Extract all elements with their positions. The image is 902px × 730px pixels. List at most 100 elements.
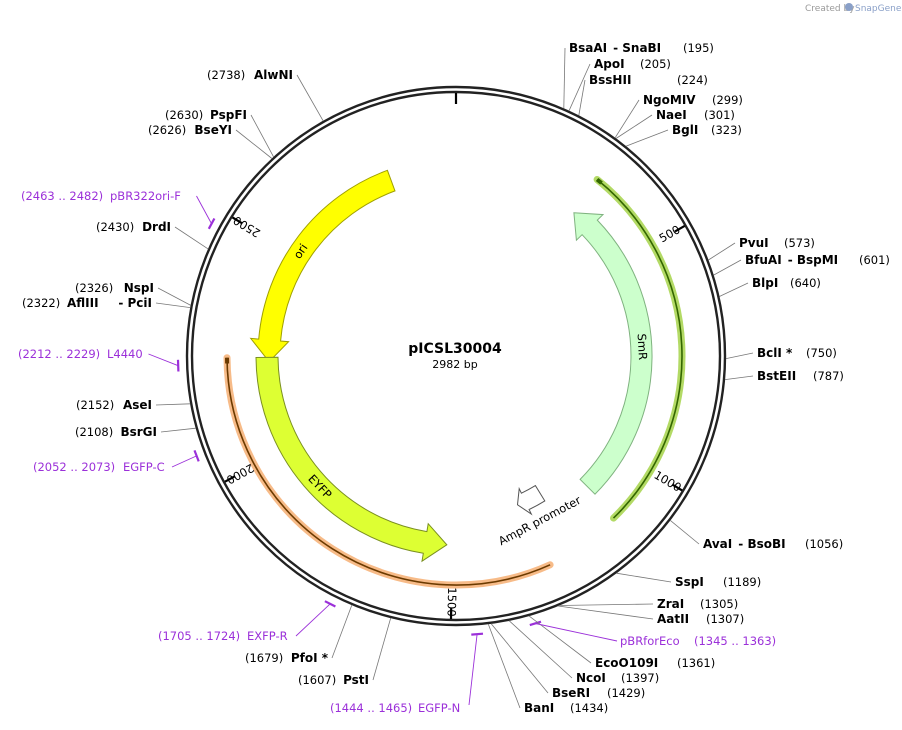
primer-exfp-r[interactable]: (1705 .. 1724)EXFP-R [158,603,331,643]
feature-arrow-ampr-promoter[interactable] [516,484,546,516]
site-connector-line [713,259,742,276]
site-position: (2738) [207,68,245,82]
tick-label-2500: 2500 [231,213,263,240]
site-position: (640) [790,276,821,290]
feature-arrow-eyfp[interactable] [255,356,448,563]
site-bgli[interactable]: BglI (323) [625,123,742,147]
site-name: PvuI [739,236,769,250]
primer-range: (2052 .. 2073) [33,460,115,474]
primer-binding-highlights [223,176,686,589]
site-position: (1307) [706,612,744,626]
site-asei[interactable]: (2152) AseI [76,398,191,412]
primer-l4440[interactable]: (2212 .. 2229)L4440 [18,347,179,367]
site-name: BglI [672,123,698,137]
site-position: (750) [806,346,837,360]
site-nspi[interactable]: (2326)NspI [75,281,191,306]
site-bcli[interactable]: BclI *(750) [725,346,837,360]
site-name: BseYI [194,123,232,137]
site-name: SspI [675,575,704,589]
site-connector-line [708,242,736,261]
site-name: AlwNI [254,68,293,82]
site-name: BlpI [752,276,778,290]
site-name-secondary: - PciI [118,296,152,310]
primer-pbr322ori-f[interactable]: (2463 .. 2482)pBR322ori-F [21,189,212,224]
primer-egfp-n[interactable]: (1444 .. 1465)EGFP-N [330,634,478,715]
site-position: (195) [683,41,714,55]
site-pfoi[interactable]: (1679)PfoI * [245,604,353,665]
backbone-outer-strand [185,85,727,627]
site-afliii[interactable]: (2322)AflIII- PciI [22,296,191,310]
primer-highlight-arrowhead [595,177,603,185]
site-sspi[interactable]: SspI (1189) [616,572,761,589]
site-position: (2630) [165,108,203,122]
site-ecoo109i[interactable]: EcoO109I(1361) [528,615,715,670]
site-apoi[interactable]: ApoI(205) [568,57,671,111]
tick-mark-2500 [231,216,243,225]
site-avai[interactable]: AvaI- BsoBI(1056) [669,519,843,551]
site-position: (323) [711,123,742,137]
primer-connector-line [171,455,197,468]
site-connector-line [669,519,700,545]
site-bseri[interactable]: BseRI(1429) [490,623,645,700]
site-alwni[interactable]: (2738) AlwNI [207,68,324,122]
site-position: (1607) [298,673,336,687]
site-bsteii[interactable]: BstEII (787) [724,369,844,383]
site-name: BstEII [757,369,796,383]
tick-label-1500: 1500 [445,587,460,617]
restriction-site-labels: BsaAI- SnaBI(195)ApoI(205)BssHII(224)Ngo… [22,41,890,715]
feature-label-ori: ori [290,241,310,261]
site-name: AseI [123,398,152,412]
feature-arrow-smr[interactable] [573,212,653,495]
site-ncoi[interactable]: NcoI(1397) [508,620,659,685]
site-ngomiv[interactable]: NgoMIV(299) [614,93,743,139]
primer-pbrforeco[interactable]: (1345 .. 1363)pBRforEco [535,623,776,649]
site-drdi[interactable]: (2430) DrdI [96,220,209,250]
site-bsshii[interactable]: BssHII(224) [578,73,708,116]
credit-prefix: Created by [805,4,855,14]
site-name: AflIII [67,296,99,310]
credit-brand: SnapGene [855,4,902,14]
site-position: (2108) [75,425,113,439]
site-name: BanI [524,701,554,715]
primer-mark-pbrforeco [529,620,542,627]
site-connector-line [155,302,191,308]
primer-range: (1345 .. 1363) [694,634,776,648]
site-connector-line [508,620,573,679]
site-blpi[interactable]: BlpI (640) [719,276,821,297]
site-connector-line [296,74,324,122]
site-position: (1056) [805,537,843,551]
site-bfuai[interactable]: BfuAI- BspMI(601) [713,253,890,276]
site-position: (2430) [96,220,134,234]
site-connector-line [487,623,521,709]
site-position: (2626) [148,123,186,137]
site-name: BfuAI [745,253,782,267]
site-connector-line [490,623,549,694]
site-connector-line [719,282,749,297]
feature-arrow-ori[interactable] [249,169,396,363]
site-psti[interactable]: (1607)PstI [298,617,392,687]
site-pspfi[interactable]: (2630)PspFI [165,108,274,158]
site-name-secondary: - SnaBI [613,41,661,55]
site-aatii[interactable]: AatII(1307) [558,605,744,626]
site-position: (1189) [723,575,761,589]
site-bani[interactable]: BanI(1434) [487,623,608,715]
primer-range: (2212 .. 2229) [18,347,100,361]
tick-label-1000: 1000 [652,468,684,495]
site-name: DrdI [142,220,171,234]
primer-connector-line [148,353,179,367]
snapgene-logo-icon [845,3,853,11]
site-zrai[interactable]: ZraI(1305) [559,597,738,611]
site-naei[interactable]: NaeI(301) [615,108,735,139]
site-bseyi[interactable]: (2626) BseYI [148,123,273,159]
site-bsaai[interactable]: BsaAI- SnaBI(195) [563,41,714,109]
primer-egfp-c[interactable]: (2052 .. 2073)EGFP-C [33,455,197,474]
site-connector-line [724,375,754,380]
site-bsrgi[interactable]: (2108)BsrGI [75,425,196,439]
site-position: (2152) [76,398,114,412]
site-pvui[interactable]: PvuI(573) [708,236,815,261]
site-connector-line [559,603,654,606]
primer-connector-line [535,623,618,642]
primer-connector-line [468,634,478,706]
site-position: (787) [813,369,844,383]
